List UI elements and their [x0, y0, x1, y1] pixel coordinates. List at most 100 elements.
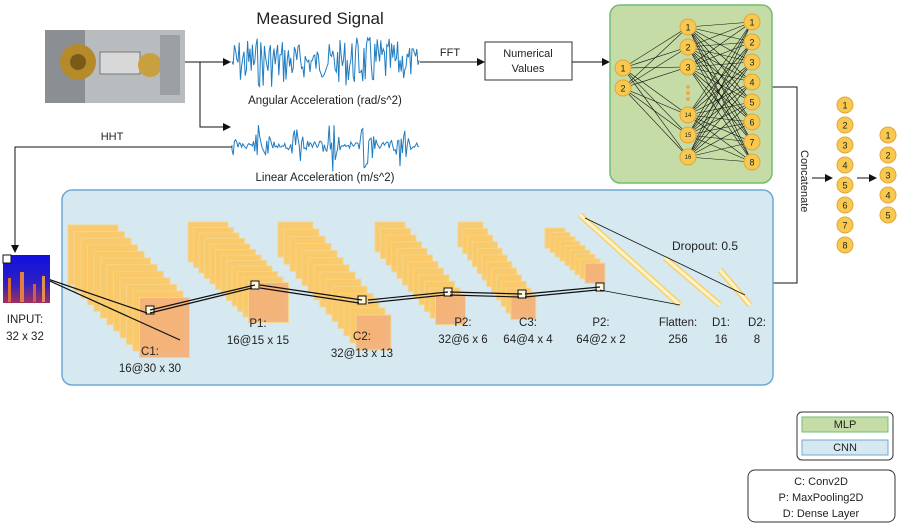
node-label: 4 [749, 78, 754, 88]
mlp-output-node: 8 [743, 153, 761, 171]
layer-shape: 8 [754, 334, 760, 346]
feature-map-stack-c3 [457, 221, 537, 321]
concatenated-node: 1 [836, 96, 854, 114]
abbrev-pool: P: MaxPooling2D [779, 492, 864, 504]
node-label: 3 [749, 58, 754, 68]
node-label: 1 [749, 18, 754, 28]
numerical-label-1: Numerical [503, 48, 553, 60]
numerical-label-2: Values [512, 63, 545, 75]
layer-label: D2:8 [748, 317, 766, 346]
node-label: 1 [885, 131, 890, 141]
layer-name: C2: [353, 331, 371, 343]
node-label: 4 [842, 161, 847, 171]
layer-shape: 64@4 x 4 [503, 334, 553, 346]
concatenated-node: 8 [836, 236, 854, 254]
hht-label: HHT [101, 131, 124, 143]
layer-shape: 64@2 x 2 [576, 334, 625, 346]
output-node: 3 [879, 166, 897, 184]
concatenated-node: 7 [836, 216, 854, 234]
layer-name: C3: [519, 317, 537, 329]
layer-shape: 16@30 x 30 [119, 363, 181, 375]
input-size: 32 x 32 [6, 331, 44, 343]
mlp-hidden-node: 2 [679, 38, 697, 56]
layer-label: C1: 16@30 x 30 [119, 346, 181, 375]
node-label: 3 [685, 63, 690, 73]
mlp-hidden-node: 14 [679, 106, 697, 124]
node-label: 6 [749, 118, 754, 128]
mlp-hidden-node: 15 [679, 126, 697, 144]
mlp-output-node: 1 [743, 13, 761, 31]
angular-label: Angular Acceleration (rad/s^2) [248, 95, 402, 107]
feature-map-stack-c1 [67, 224, 190, 359]
layer-label: C3: 64@4 x 4 [503, 317, 553, 346]
legend-mlp: MLP [834, 419, 857, 431]
feature-map-stack-p3 [544, 227, 606, 284]
abbrev-conv: C: Conv2D [794, 476, 848, 488]
layer-shape: 256 [668, 334, 687, 346]
layer-name: D1: [712, 317, 730, 329]
node-label: 2 [885, 151, 890, 161]
node-label: 2 [685, 43, 690, 53]
dropout-label: Dropout: 0.5 [672, 239, 738, 253]
layer-name: D2: [748, 317, 766, 329]
concatenated-node: 3 [836, 136, 854, 154]
abbreviation-box [747, 469, 896, 523]
test-rig-photo [45, 30, 185, 103]
mlp-hidden-node: 16 [679, 148, 697, 166]
node-label: 2 [749, 38, 754, 48]
output-node: 4 [879, 186, 897, 204]
layer-shape: 32@13 x 13 [331, 348, 393, 360]
input-label: INPUT: [7, 314, 43, 326]
linear-label: Linear Acceleration (m/s^2) [256, 172, 395, 184]
output-node: 2 [879, 146, 897, 164]
node-label: 7 [749, 138, 754, 148]
layer-label: P2:32@6 x 6 [438, 317, 487, 346]
layer-shape: 32@6 x 6 [438, 334, 487, 346]
input-image [2, 254, 50, 303]
fft-label: FFT [440, 47, 460, 59]
node-label: 3 [842, 141, 847, 151]
layer-name: Flatten: [659, 317, 697, 329]
mlp-output-node: 7 [743, 133, 761, 151]
mlp-output-node: 3 [743, 53, 761, 71]
node-label: 3 [885, 171, 890, 181]
feature-maps [9, 212, 753, 359]
layer-name: P1: [249, 318, 266, 330]
node-label: 7 [842, 221, 847, 231]
mlp-output-node: 2 [743, 33, 761, 51]
node-label: 4 [885, 191, 890, 201]
mlp-connections [622, 21, 753, 163]
mlp-hidden-node: 3 [679, 58, 697, 76]
node-label: 1 [620, 64, 625, 74]
mlp-output-node: 4 [743, 73, 761, 91]
output-node: 5 [879, 206, 897, 224]
legend-cnn-swatch [801, 439, 889, 456]
node-label: 16 [685, 155, 692, 161]
layer-name: C1: [141, 346, 159, 358]
layer-shape: 16 [715, 334, 728, 346]
title: Measured Signal [256, 9, 384, 28]
mlp-box [609, 4, 773, 184]
node-label: 8 [842, 241, 847, 251]
ellipsis-dot [686, 97, 690, 101]
node-label: 6 [842, 201, 847, 211]
node-label: 5 [885, 211, 890, 221]
layer-label: P1:16@15 x 15 [227, 318, 289, 347]
linear-acceleration-waveform [231, 124, 420, 172]
node-label: 1 [685, 23, 690, 33]
layer-label: P2:64@2 x 2 [576, 317, 625, 346]
node-label: 14 [685, 113, 692, 119]
node-label: 5 [842, 181, 847, 191]
concatenate-label: Concatenate [798, 150, 810, 212]
concatenated-node: 6 [836, 196, 854, 214]
legend-cnn: CNN [833, 442, 857, 454]
angular-acceleration-waveform [231, 36, 420, 88]
connectors [11, 58, 877, 284]
mlp-output-node: 6 [743, 113, 761, 131]
ellipsis-dot [686, 85, 690, 89]
node-label: 8 [749, 158, 754, 168]
ellipsis-dot [686, 91, 690, 95]
